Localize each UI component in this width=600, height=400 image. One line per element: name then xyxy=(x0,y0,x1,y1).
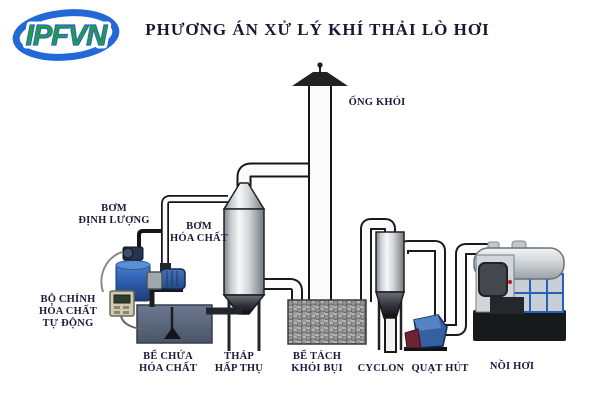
chimney-stack xyxy=(292,62,348,303)
metering-pump-head xyxy=(122,247,134,259)
boiler-door xyxy=(478,262,508,297)
pump-motor xyxy=(160,268,186,290)
cyclone-body xyxy=(375,231,405,293)
label-boiler: NỒI HƠI xyxy=(489,361,535,372)
boiler-base xyxy=(473,310,566,341)
pipe-tank-to-tower xyxy=(261,278,303,302)
pipe-chemical-feed xyxy=(161,195,228,270)
pipe-fan-to-cyclone xyxy=(397,240,446,322)
chemical-storage-tank xyxy=(136,304,242,344)
chemical-pump xyxy=(146,263,186,307)
suction-fan xyxy=(404,314,448,351)
cable-pump-to-controller xyxy=(100,251,123,293)
chemical-controller xyxy=(109,290,151,331)
label-chemical-pump: BƠM HÓA CHẤT xyxy=(170,221,228,244)
label-dust-separation-tank: BỂ TÁCH KHÓI BỤI xyxy=(291,351,343,374)
page-title: PHƯƠNG ÁN XỬ LÝ KHÍ THẢI LÒ HƠI xyxy=(145,20,490,39)
ipfvn-logo: IPFVN IPFVN xyxy=(12,9,120,61)
logo-text: IPFVN xyxy=(26,20,108,52)
day-tank-top xyxy=(115,260,151,270)
pipe-cyclone-to-tank xyxy=(360,218,396,302)
metering-discharge-pipe xyxy=(137,229,162,248)
chimney-cap-knob xyxy=(317,62,323,68)
tank-foot-valve xyxy=(164,327,181,339)
cyclone xyxy=(374,231,406,353)
fan-motor xyxy=(404,328,422,349)
label-metering-pump: BƠM ĐỊNH LƯỢNG xyxy=(78,203,150,226)
cyclone-dust-outlet xyxy=(384,315,397,353)
dust-separation-tank xyxy=(287,299,367,345)
pump-feet xyxy=(151,288,183,292)
absorption-tower xyxy=(222,182,266,351)
label-suction-fan: QUẠT HÚT xyxy=(411,363,469,374)
label-chemical-tank: BỂ CHỨA HÓA CHẤT xyxy=(139,351,197,374)
label-chimney: ỐNG KHÓI xyxy=(348,97,406,108)
boiler-ash-hopper xyxy=(490,297,524,314)
boiler xyxy=(473,240,566,341)
label-absorption-tower: THÁP HẤP THỤ xyxy=(214,351,264,374)
controller-display xyxy=(113,294,131,304)
label-cyclone: CYCLON xyxy=(357,363,405,374)
label-auto-chemical-controller: BỘ CHỈNH HÓA CHẤT TỰ ĐỘNG xyxy=(39,294,97,329)
pump-head xyxy=(146,271,163,290)
logo-ellipse xyxy=(12,9,120,61)
metering-unit xyxy=(100,229,162,302)
boiler-red-indicator xyxy=(507,279,513,285)
logo-text-halo: IPFVN xyxy=(26,20,108,52)
cable-controller-to-tank xyxy=(120,315,151,331)
pipe-tower-to-chimney xyxy=(236,162,322,192)
pump-top-port xyxy=(160,263,171,272)
tower-top-cone xyxy=(222,182,266,210)
fan-base xyxy=(404,347,447,351)
cyclone-cone xyxy=(374,291,406,319)
chimney-cap xyxy=(292,72,348,86)
fan-housing-top xyxy=(414,315,441,331)
